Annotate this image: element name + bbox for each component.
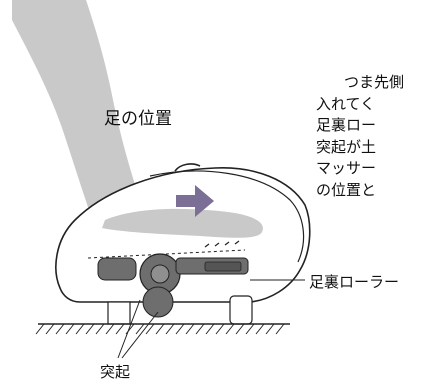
device-foot-right [229,295,253,325]
foot-position-label: 足の位置 [104,109,172,129]
roller-bump-lower [142,286,174,318]
foot-roller-label: 足裏ローラー [309,273,400,291]
instruction-text: つま先側 入れてく 足裏ロー 突起が土 マッサー の位置と [316,72,405,201]
roller-hub-inner [150,264,170,284]
bump-dots [204,240,240,248]
instruction-line: 突起が土 [316,137,377,156]
instruction-line: の位置と [316,180,377,199]
roller-left-grip [97,257,137,281]
instruction-line: マッサー [316,159,377,177]
foot-silhouette [102,208,263,238]
device-foot-left [107,301,131,325]
instruction-line: 足裏ロー [316,116,377,134]
bump-leader-line-1 [117,299,141,359]
instruction-line: 入れてく [316,94,376,113]
leg-silhouette [12,0,263,238]
direction-arrow [176,185,214,217]
protrusion-label: 突起 [100,363,131,381]
instruction-line: つま先側 [344,73,405,91]
foot-roller-mechanism [97,253,249,318]
device-handle [174,163,201,172]
roller-arm-slot [204,261,242,272]
foot-outline [87,249,246,259]
device-shell-line [149,170,305,263]
bump-leader-line-2 [121,311,159,359]
floor-hatching [35,323,285,335]
